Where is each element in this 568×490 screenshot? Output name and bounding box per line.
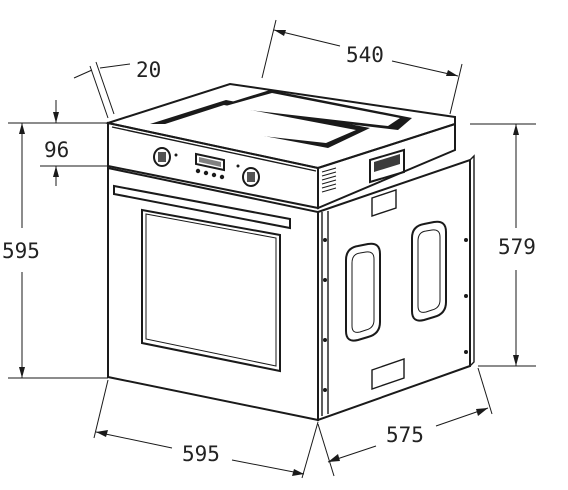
dim-side-height-label: 579 [498, 235, 536, 259]
oven-drawing [104, 82, 475, 422]
vent-grille-inner [374, 154, 400, 172]
side-opening-right-inner [417, 229, 441, 313]
control-panel-edge [111, 126, 317, 172]
door-handle [113, 184, 291, 230]
door-window [141, 208, 281, 373]
dim-top-width-label: 540 [346, 43, 384, 67]
side-opening-right [411, 220, 447, 322]
dimension-lines [8, 19, 536, 479]
dim-total-height-label: 595 [2, 239, 40, 263]
dim-depth-label: 575 [386, 423, 424, 447]
dim-panel-height-label: 96 [44, 138, 69, 162]
top-panel-right-white [222, 93, 400, 126]
oven-rear-flange [469, 154, 475, 367]
dim-side-thickness-label: 20 [136, 58, 161, 82]
side-tab-top [371, 189, 397, 217]
side-vents [321, 167, 337, 193]
oven-side-flange [321, 211, 329, 416]
left-knob [153, 147, 171, 167]
vent-grille [369, 148, 405, 184]
top-panel-left-white [162, 105, 356, 143]
screw-dots [323, 238, 468, 392]
side-tab-bottom [371, 358, 405, 390]
right-knob [242, 167, 260, 187]
control-side [317, 122, 456, 210]
side-opening-left [345, 242, 381, 342]
digital-display [174, 152, 240, 180]
side-opening-left-inner [351, 251, 375, 333]
dim-front-width-label: 595 [182, 442, 220, 466]
door-window-inner [145, 213, 277, 367]
oven-door [107, 166, 319, 422]
